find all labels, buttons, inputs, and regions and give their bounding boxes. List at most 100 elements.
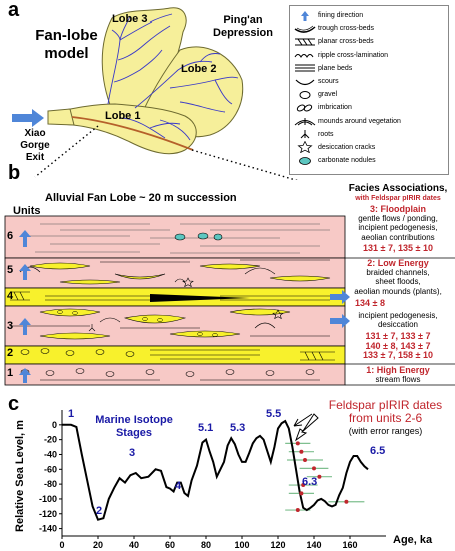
fining-direction-arrow-icon xyxy=(19,368,31,383)
fan-lobe-map xyxy=(12,7,299,180)
marine-isotope-line2: Stages xyxy=(115,427,153,439)
facies-3-dates: 131 ± 7, 135 ± 10 xyxy=(363,242,433,253)
legend-label: trough cross-beds xyxy=(318,25,375,33)
date-point xyxy=(299,491,304,496)
facies-2-title: 2: Low Energy xyxy=(367,258,429,268)
mis-stage-label: 3 xyxy=(129,447,136,459)
facies-3: 3: Floodplain gentle flows / ponding, in… xyxy=(343,204,453,253)
facies-2-line: braided channels, xyxy=(366,268,430,278)
unit-number: 2 xyxy=(7,347,14,359)
facies-2-date-unit-4: 134 ± 8 xyxy=(355,297,385,308)
y-tick-label: -80 xyxy=(44,479,57,489)
unit-1-layer xyxy=(4,363,346,386)
legend-row: gravel xyxy=(292,88,448,101)
legend-row: imbrication xyxy=(292,101,448,114)
trough-cross-beds-icon xyxy=(294,25,316,33)
fining-direction-arrow-icon xyxy=(19,264,31,280)
legend-row: trough cross-beds xyxy=(292,22,448,35)
carbonate-nodule xyxy=(213,233,223,241)
facies-2-dates-unit-3: 140 ± 8, 143 ± 7 xyxy=(365,340,431,351)
sea-level-curve xyxy=(62,419,369,521)
fining-direction-arrow-icon xyxy=(19,318,31,335)
date-point xyxy=(317,474,322,479)
gorge-neck xyxy=(47,108,75,126)
facies-2-line: incipient pedogenesis, xyxy=(358,311,438,321)
unit-5-channel-lenses xyxy=(29,262,331,285)
date-point xyxy=(344,499,349,504)
fining-arrows xyxy=(19,230,31,383)
unit-4-right-arrow-icon xyxy=(330,290,350,304)
x-axis-label: Age, ka xyxy=(393,534,433,546)
legend-row: mounds around vegetation xyxy=(292,115,448,128)
facies-2-line: aeolian mounds (plants), xyxy=(354,286,442,296)
legend-row: planar cross-beds xyxy=(292,35,448,48)
pirir-dates-title-line1: Feldspar pIRIR dates xyxy=(328,398,443,412)
mis-stage-label: 6.5 xyxy=(370,445,386,457)
unit-number: 5 xyxy=(7,264,14,276)
marine-isotope-stages-label: Marine Isotope Stages xyxy=(84,414,184,440)
fining-direction-arrow-icon xyxy=(19,230,31,247)
legend-row: scours xyxy=(292,75,448,88)
legend-row: plane beds xyxy=(292,62,448,75)
gorge-exit-line1: Xiao xyxy=(24,128,46,139)
depression-label: Ping'an Depression xyxy=(193,14,293,40)
legend-label: desiccation cracks xyxy=(318,143,376,151)
mis-stage-label: 1 xyxy=(68,408,75,420)
facies-heading-sub: with Feldspar pIRIR dates xyxy=(355,195,441,202)
legend-label: imbrication xyxy=(318,104,352,112)
legend-label: roots xyxy=(318,130,334,138)
lobe-3-label: Lobe 3 xyxy=(112,13,148,25)
pirir-date-points xyxy=(295,441,349,513)
lobe-2-label: Lobe 2 xyxy=(181,63,217,75)
fan-lobe-title-line2: model xyxy=(44,45,89,62)
facies-2-line: desiccation xyxy=(377,320,419,330)
legend-label: scours xyxy=(318,78,339,86)
legend-label: gravel xyxy=(318,91,338,99)
stratigraphic-column xyxy=(4,215,455,386)
plane-beds-icon xyxy=(295,64,315,72)
mis-stage-label: 2 xyxy=(96,505,103,517)
succession-title: Alluvial Fan Lobe ~ 20 m succession xyxy=(45,192,237,204)
x-tick-label: 140 xyxy=(306,540,321,550)
legend-label: carbonate nodules xyxy=(318,157,376,165)
gorge-exit-line2: Gorge xyxy=(20,140,50,151)
unit-number: 4 xyxy=(7,290,14,302)
facies-2-dates-unit-3: 131 ± 7, 133 ± 7 xyxy=(365,331,431,342)
panel-c-label: c xyxy=(8,393,20,415)
y-tick-label: -100 xyxy=(39,494,57,504)
legend-label: fining direction xyxy=(318,12,364,20)
date-point xyxy=(299,449,304,454)
date-point xyxy=(301,483,306,488)
facies-2: 2: Low Energy braided channels, sheet fl… xyxy=(343,258,453,351)
mis-stage-label: 4 xyxy=(175,480,182,492)
pirir-dates-title-line2: from units 2-6 xyxy=(348,411,423,425)
facies-1: 133 ± 7, 158 ± 10 1: High Energy stream … xyxy=(343,350,453,385)
sedimentary-legend: fining direction trough cross-beds plana… xyxy=(289,5,449,175)
unit-3-channel-lenses xyxy=(39,308,291,340)
unit-1-structures xyxy=(20,368,320,381)
carbonate-nodule xyxy=(197,232,209,240)
x-tick-label: 100 xyxy=(234,540,249,550)
legend-row: carbonate nodules xyxy=(292,154,448,167)
gorge-exit-line3: Exit xyxy=(25,152,45,163)
y-tick-label: -140 xyxy=(39,524,57,534)
x-tick-label: 60 xyxy=(165,540,175,550)
facies-3-line: gentle flows / ponding, xyxy=(358,214,438,224)
legend-label: ripple cross-lamination xyxy=(318,51,389,59)
x-tick-label: 20 xyxy=(93,540,103,550)
pirir-dates-title: Feldspar pIRIR dates from units 2-6 (wit… xyxy=(318,399,453,438)
unit-3-right-arrow-icon xyxy=(330,314,350,328)
facies-1-title: 1: High Energy xyxy=(366,365,430,376)
legend-label: planar cross-beds xyxy=(318,38,374,46)
lobe-1-label: Lobe 1 xyxy=(105,110,141,122)
facies-1-line: stream flows xyxy=(375,375,421,385)
fan-lobe-title: Fan-lobe model xyxy=(24,27,109,63)
legend-row: fining direction xyxy=(292,9,448,22)
fan-lobe-title-line1: Fan-lobe xyxy=(35,27,98,44)
legend-row: ripple cross-lamination xyxy=(292,49,448,62)
facies-2-line: sheet floods, xyxy=(375,277,421,287)
carbonate-nodules-icon xyxy=(299,156,311,165)
roots-icon xyxy=(300,130,310,139)
facies-1-dates-unit-2: 133 ± 7, 158 ± 10 xyxy=(363,350,433,360)
